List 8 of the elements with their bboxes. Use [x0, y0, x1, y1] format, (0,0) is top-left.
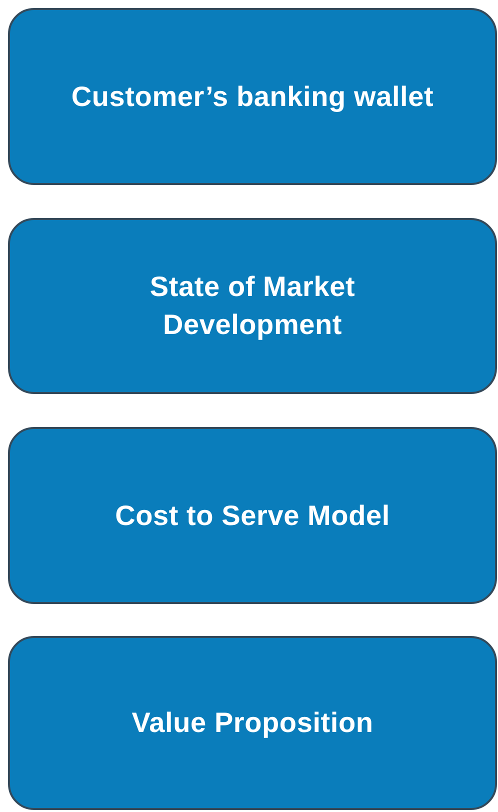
box-label: Customer’s banking wallet: [70, 80, 435, 114]
process-box: [8, 427, 497, 604]
box-label: Value Proposition: [130, 706, 374, 740]
process-box: [8, 218, 497, 394]
box-label: Cost to Serve Model: [114, 498, 391, 532]
process-box: [8, 636, 497, 810]
process-box: [8, 8, 497, 185]
box-label: State of Market Development: [148, 270, 356, 342]
